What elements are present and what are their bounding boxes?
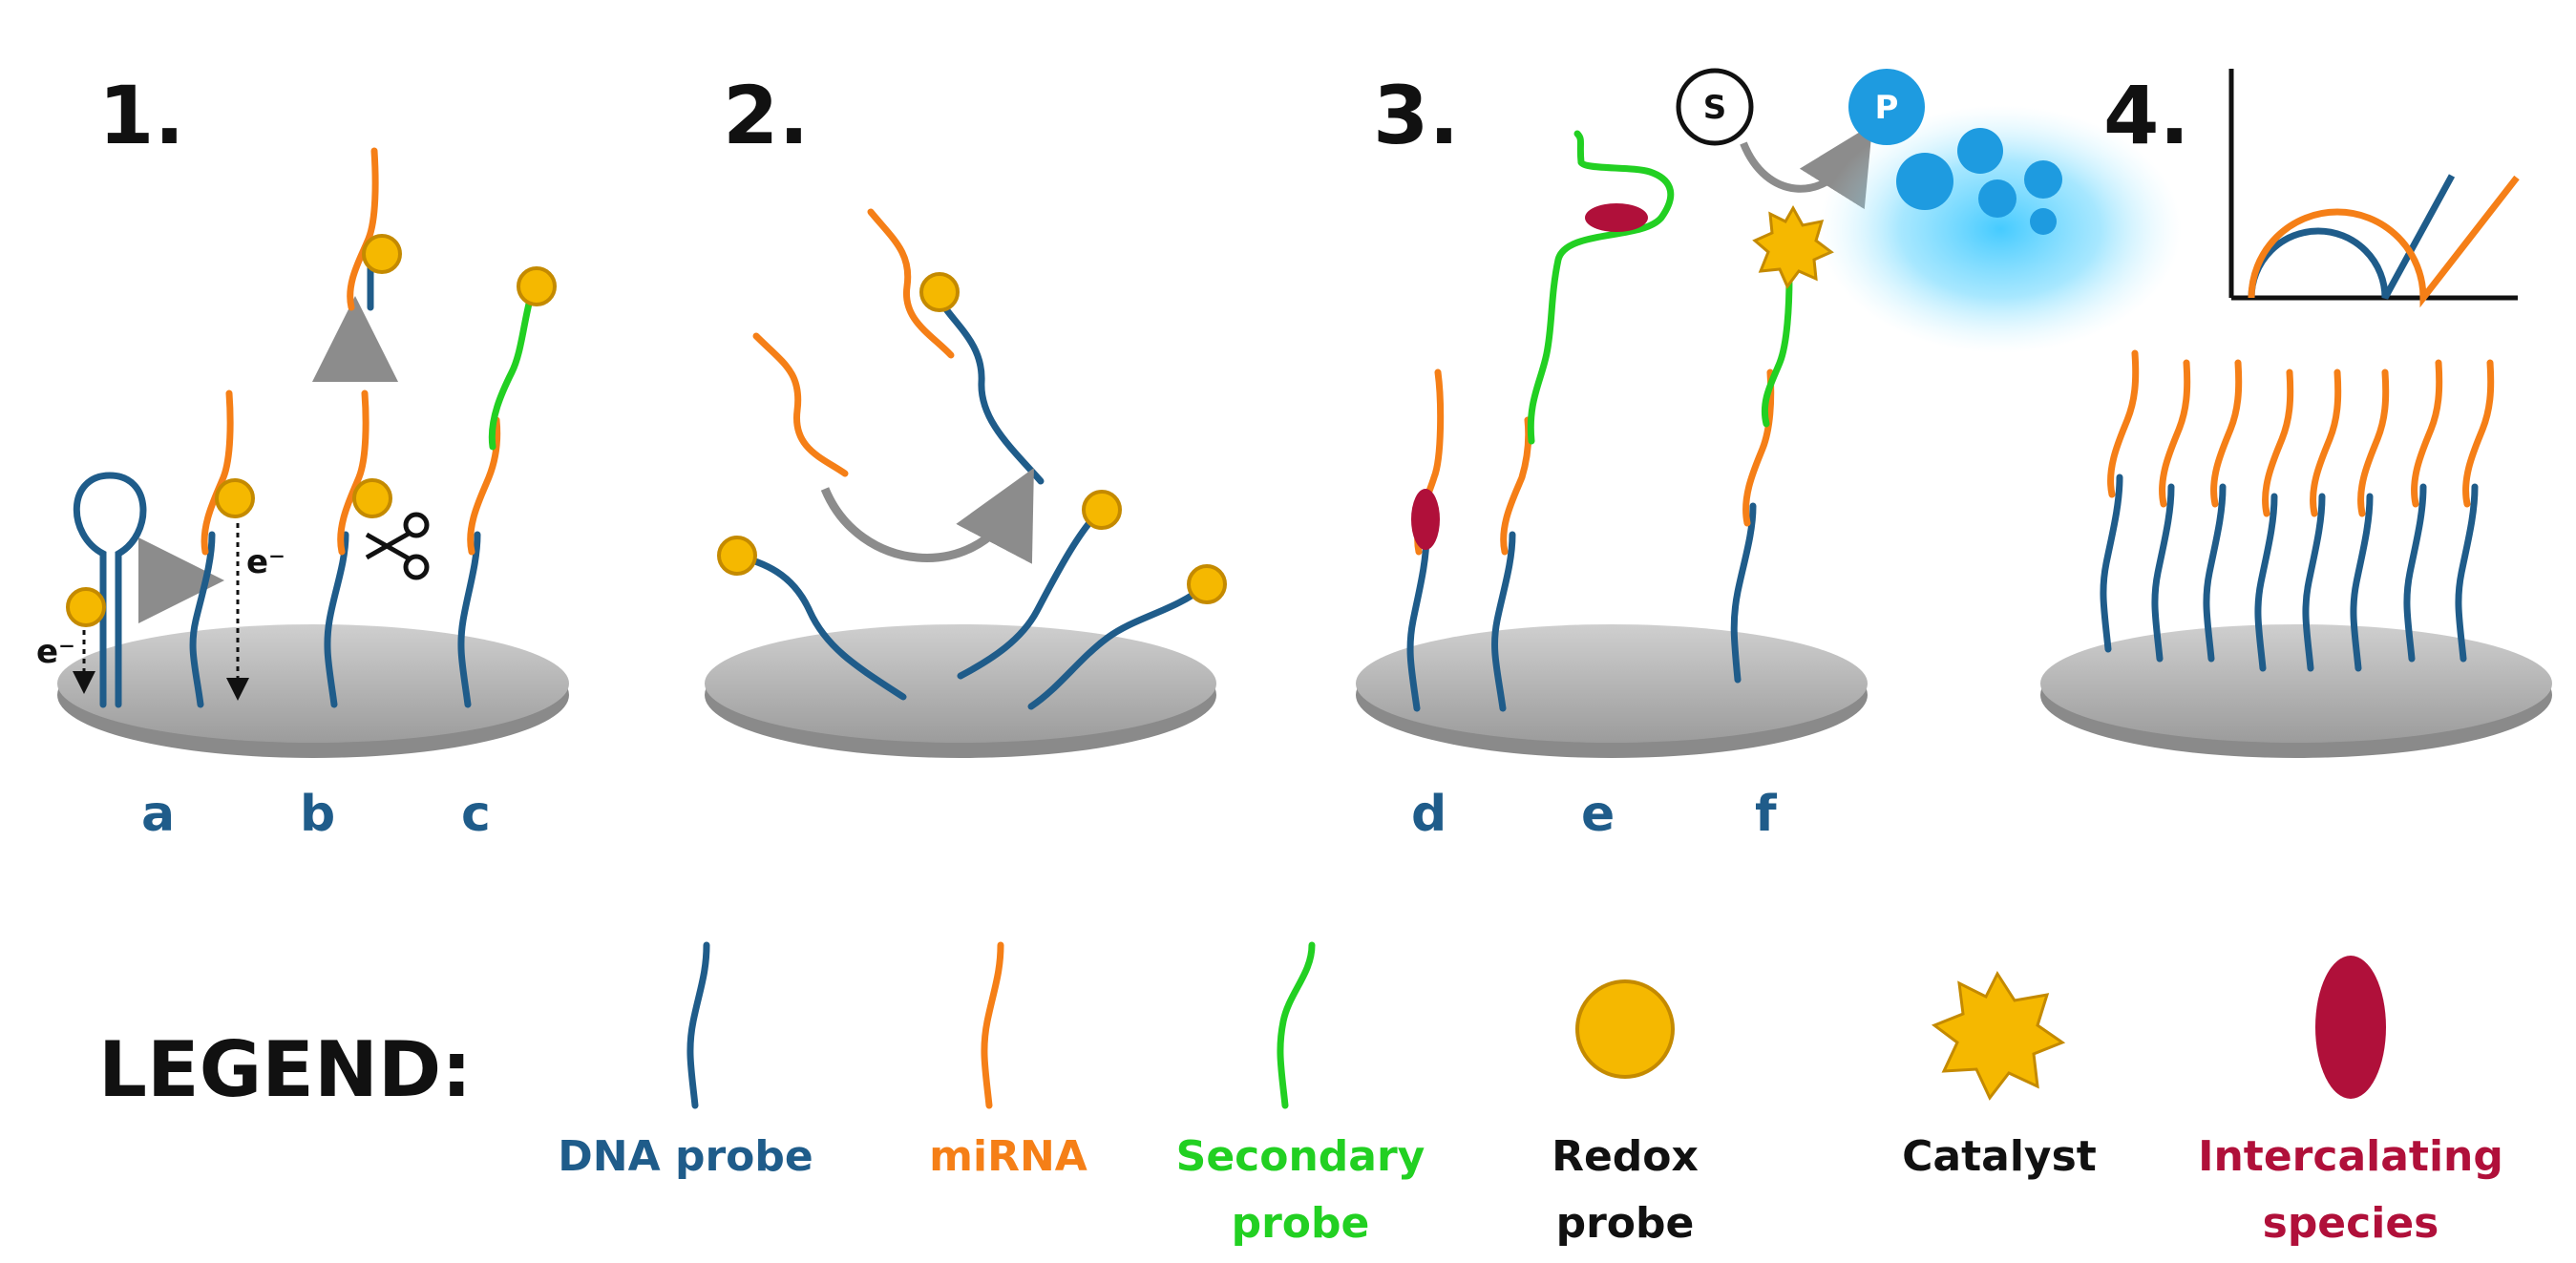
- surface-probe-2b: [957, 508, 1104, 680]
- dna-probe-c: [457, 531, 481, 708]
- dna-probe-d: [1406, 531, 1430, 712]
- surface-probe-2c: [1027, 582, 1209, 710]
- mirna-b1: [201, 389, 234, 556]
- released-redox-probe: [362, 234, 402, 274]
- legend-redox-probe-icon: [1575, 979, 1675, 1079]
- electrode-disc-2: [705, 624, 1216, 758]
- legend-dna-probe-icon: [686, 941, 710, 1109]
- intercalating-species-d: [1411, 489, 1440, 550]
- electron-label-b1: e⁻: [246, 543, 285, 581]
- panel-number-2: 2.: [723, 69, 809, 162]
- redox-probe-2a: [717, 536, 757, 576]
- free-mirna-1: [752, 332, 849, 477]
- impedance-plot-inset: [2228, 69, 2520, 308]
- redox-probe-duplex: [919, 272, 960, 312]
- electrode-disc-4: [2040, 624, 2552, 758]
- legend-secondary-probe-icon: [1277, 941, 1316, 1109]
- dna-probe-b2: [324, 531, 349, 708]
- legend-secondary-probe-label-2: probe: [1232, 1199, 1370, 1248]
- redox-probe-c: [517, 266, 557, 306]
- label-f: f: [1755, 786, 1778, 843]
- substrate-label: S: [1703, 89, 1727, 127]
- legend-intercalating-label-2: species: [2263, 1199, 2439, 1248]
- dna-probe-b1: [189, 531, 216, 708]
- label-c: c: [461, 786, 491, 843]
- panel-number-1: 1.: [98, 69, 184, 162]
- released-mirna: [347, 147, 379, 311]
- dna-probe-f: [1730, 502, 1757, 684]
- label-e: e: [1581, 786, 1615, 843]
- redox-probe-2c: [1187, 564, 1227, 604]
- product-circle: [1848, 69, 1925, 145]
- dna-probe-e: [1491, 531, 1516, 712]
- redox-probe-a: [66, 587, 106, 627]
- redox-probe-b2: [352, 478, 392, 518]
- legend-dna-probe-label: DNA probe: [558, 1132, 813, 1181]
- product-bubble-3: [2024, 160, 2062, 199]
- label-d: d: [1411, 786, 1446, 843]
- label-a: a: [141, 786, 175, 843]
- catalyst-f: [1752, 204, 1834, 289]
- hairpin-dna-probe: [73, 472, 147, 708]
- mirna-c: [467, 416, 501, 556]
- legend-redox-probe-label-2: probe: [1556, 1199, 1695, 1248]
- product-bubble-1: [1957, 128, 2003, 174]
- substrate-circle: [1676, 68, 1754, 146]
- secondary-probe-c: [488, 292, 535, 451]
- electrode-disc-3: [1356, 624, 1868, 758]
- legend-mirna-icon: [981, 941, 1004, 1109]
- mirna-b2: [337, 389, 370, 556]
- legend-mirna-label: miRNA: [929, 1132, 1087, 1181]
- electron-label-a: e⁻: [36, 633, 75, 671]
- mirna-e: [1500, 416, 1532, 556]
- scissors-icon: [365, 512, 430, 580]
- label-b: b: [300, 786, 335, 843]
- secondary-probe-e: [1527, 130, 1675, 445]
- legend-catalyst-icon: [1931, 970, 2066, 1101]
- legend-intercalating-label-1: Intercalating: [2198, 1132, 2503, 1181]
- mirna-f: [1742, 368, 1775, 527]
- exchange-arrow: [820, 468, 1034, 564]
- product-bubble-4: [1978, 179, 2016, 218]
- legend-redox-probe-label-1: Redox: [1552, 1132, 1699, 1181]
- surface-probe-2a: [733, 552, 907, 701]
- dense-hybridized-layer: [2100, 349, 2495, 672]
- secondary-probe-f: [1761, 273, 1793, 428]
- nyquist-curve-mirna: [2248, 175, 2520, 308]
- redox-probe-b1: [215, 478, 255, 518]
- product-label: P: [1875, 89, 1899, 127]
- panel-number-3: 3.: [1373, 69, 1459, 162]
- product-bubble-5: [2030, 208, 2057, 235]
- intercalating-species-e: [1585, 203, 1648, 232]
- electrode-disc-1: [57, 624, 569, 758]
- legend-secondary-probe-label-1: Secondary: [1176, 1132, 1425, 1181]
- legend-intercalating-icon: [2315, 956, 2386, 1099]
- legend-catalyst-label: Catalyst: [1902, 1132, 2097, 1181]
- legend-title: LEGEND:: [98, 1025, 472, 1114]
- mirna-duplex-2: [867, 208, 955, 359]
- redox-probe-2b: [1082, 490, 1122, 530]
- dna-probe-duplex-2: [936, 296, 1045, 485]
- product-bubble-2: [1896, 153, 1953, 210]
